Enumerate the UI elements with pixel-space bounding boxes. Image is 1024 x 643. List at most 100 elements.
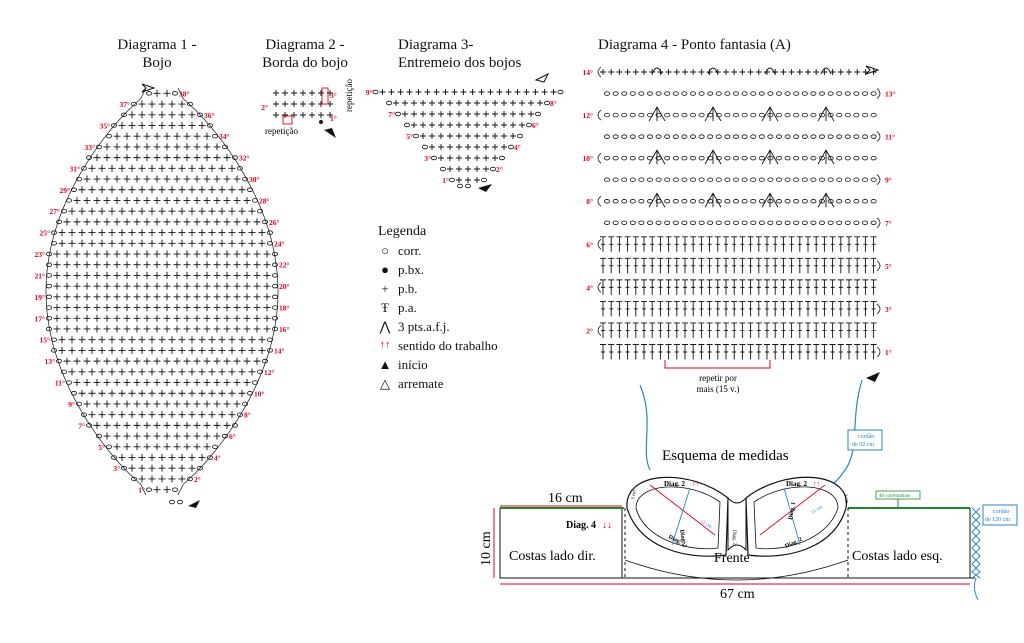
sc-stitch (218, 411, 226, 419)
sc-stitch (309, 101, 315, 107)
sc-stitch (133, 218, 141, 226)
cordao-92-value: de 92 cm (852, 442, 874, 448)
sc-stitch (243, 250, 251, 258)
sc-stitch (282, 90, 288, 96)
dc-stitch (657, 300, 664, 317)
sc-stitch (88, 368, 96, 376)
sc-stitch (63, 271, 71, 279)
dc-stitch (665, 300, 672, 317)
sc-stitch (379, 89, 386, 95)
sc-stitch (183, 443, 191, 451)
sc-stitch (168, 346, 176, 354)
bojo-outline-left (45, 87, 147, 496)
sc-stitch (103, 218, 111, 226)
sc-stitch (243, 304, 251, 312)
sc-stitch (193, 400, 201, 408)
sc-stitch (78, 336, 86, 344)
sc-stitch (208, 411, 216, 419)
sc-stitch (173, 443, 181, 451)
dc-stitch (665, 344, 672, 360)
dc-stitch (698, 236, 705, 252)
sc-stitch (218, 207, 226, 215)
sc-stitch (133, 443, 141, 451)
dc-stitch (600, 344, 606, 360)
cluster-icon: ⋀ (379, 319, 391, 334)
chain-stitch (733, 112, 740, 118)
chain-stitch (741, 91, 748, 96)
dc-stitch (796, 257, 803, 274)
chain-stitch (853, 220, 860, 225)
sc-stitch (143, 261, 151, 269)
dc-stitch (600, 236, 606, 252)
dc-stitch (870, 236, 877, 252)
sc-stitch (123, 400, 131, 408)
dc-stitch (829, 279, 836, 295)
chain-stitch (655, 220, 662, 225)
sc-stitch (698, 69, 705, 75)
chain-stitch (793, 134, 800, 139)
turning-chain (876, 88, 881, 99)
dc-stitch (682, 236, 688, 252)
sc-stitch (153, 432, 161, 440)
chain-stitch (724, 155, 731, 161)
sc-stitch (163, 314, 171, 322)
sc-stitch (203, 293, 211, 301)
end-arrow-icon (534, 72, 550, 83)
sc-stitch (158, 411, 166, 419)
sc-stitch (456, 177, 462, 183)
sc-stitch (178, 164, 186, 172)
sc-stitch (73, 325, 81, 333)
row-number-label: 6° (532, 121, 539, 130)
sc-stitch (138, 207, 146, 215)
diagram1-title-line2: Bojo (142, 55, 172, 71)
sc-stitch (168, 389, 176, 397)
chain-stitch (271, 316, 278, 321)
sc-stitch (93, 271, 101, 279)
turning-chain (876, 346, 881, 358)
sc-stitch (123, 271, 131, 279)
sc-stitch (103, 421, 111, 429)
sc-stitch (258, 239, 266, 247)
dc-stitch (616, 236, 623, 252)
row-number-label: 20° (279, 282, 290, 291)
sc-stitch (223, 154, 231, 162)
dc-stitch (682, 344, 688, 360)
sc-stitch (158, 389, 166, 397)
dc-stitch (755, 322, 762, 338)
chain-stitch (741, 112, 748, 118)
sc-stitch (213, 154, 221, 162)
dc-stitch (764, 322, 770, 338)
dc-stitch (796, 279, 803, 295)
sc-stitch (469, 89, 476, 95)
sc-stitch (163, 357, 171, 365)
chain-stitch (698, 155, 705, 161)
cordao-92-box (847, 429, 883, 451)
dc-stitch-icon: Ŧ (381, 300, 389, 315)
chain-stitch (81, 166, 88, 171)
sc-stitch (616, 69, 623, 75)
sc-stitch (208, 346, 216, 354)
dc-stitch (747, 300, 754, 317)
sc-stitch (113, 261, 121, 269)
sc-stitch (706, 69, 713, 75)
dc-stitch (723, 344, 729, 360)
chain-stitch (681, 134, 688, 139)
chain-stitch (758, 220, 765, 225)
sc-stitch (213, 304, 221, 312)
dc-stitch (690, 300, 697, 317)
cordao-120-value: de 120 cm (985, 517, 1010, 523)
chain-stitch (612, 112, 619, 118)
sc-stitch (143, 196, 151, 204)
sc-stitch (78, 389, 86, 397)
row-number-label: 18° (279, 304, 290, 313)
sc-stitch (456, 100, 462, 106)
dc-stitch (632, 344, 639, 360)
bojo-outline-right (177, 87, 279, 496)
chain-stitch (681, 155, 688, 161)
chain-stitch (206, 455, 213, 460)
chain-stitch (171, 91, 178, 96)
chain-stitch (767, 220, 774, 225)
sc-stitch (108, 239, 116, 247)
sc-stitch (138, 454, 146, 462)
